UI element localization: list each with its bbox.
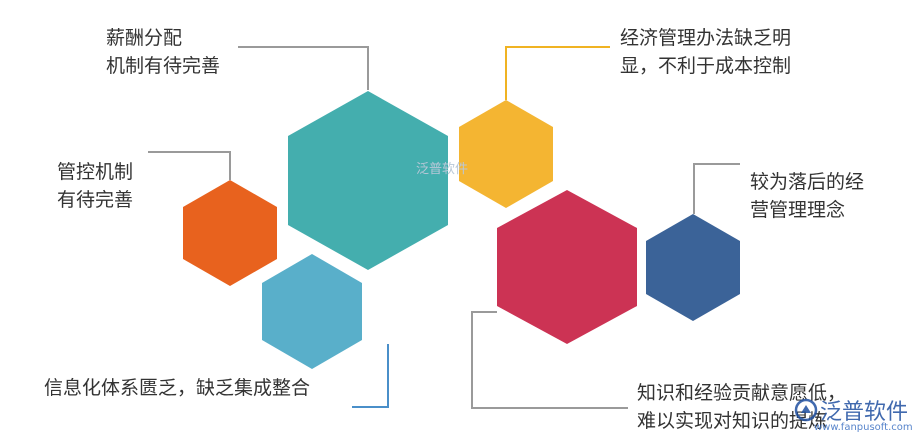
fanpu-logo-icon: [794, 398, 818, 422]
connector-knowledge: [471, 311, 628, 409]
hexagon-teal: [288, 91, 448, 270]
label-concept: 较为落后的经 营管理理念: [750, 171, 865, 221]
label-control: 管控机制 有待完善: [57, 161, 134, 211]
connector-info: [352, 344, 389, 408]
watermark-corner: 泛普软件 www.fanpusoft.com: [790, 392, 913, 436]
hexagon-crimson: [497, 190, 637, 344]
connector-salary: [238, 46, 369, 90]
connector-cost: [505, 46, 610, 100]
label-info: 信息化体系匮乏，缺乏集成整合: [44, 377, 311, 399]
connector-concept: [693, 163, 740, 214]
hexagon-yellow: [459, 100, 553, 208]
label-knowledge: 知识和经验贡献意愿低， 难以实现对知识的提炼: [637, 382, 847, 432]
hexagon-navy: [646, 214, 740, 321]
watermark-center: 泛普软件: [416, 162, 469, 177]
watermark-brand: 泛普软件: [820, 400, 909, 425]
watermark-url: www.fanpusoft.com: [814, 422, 913, 433]
label-salary: 薪酬分配 机制有待完善: [106, 27, 221, 77]
connector-control: [148, 151, 231, 180]
label-cost: 经济管理办法缺乏明 显，不利于成本控制: [620, 27, 792, 77]
hexagon-orange: [183, 180, 277, 286]
hexagon-sky: [262, 254, 362, 369]
